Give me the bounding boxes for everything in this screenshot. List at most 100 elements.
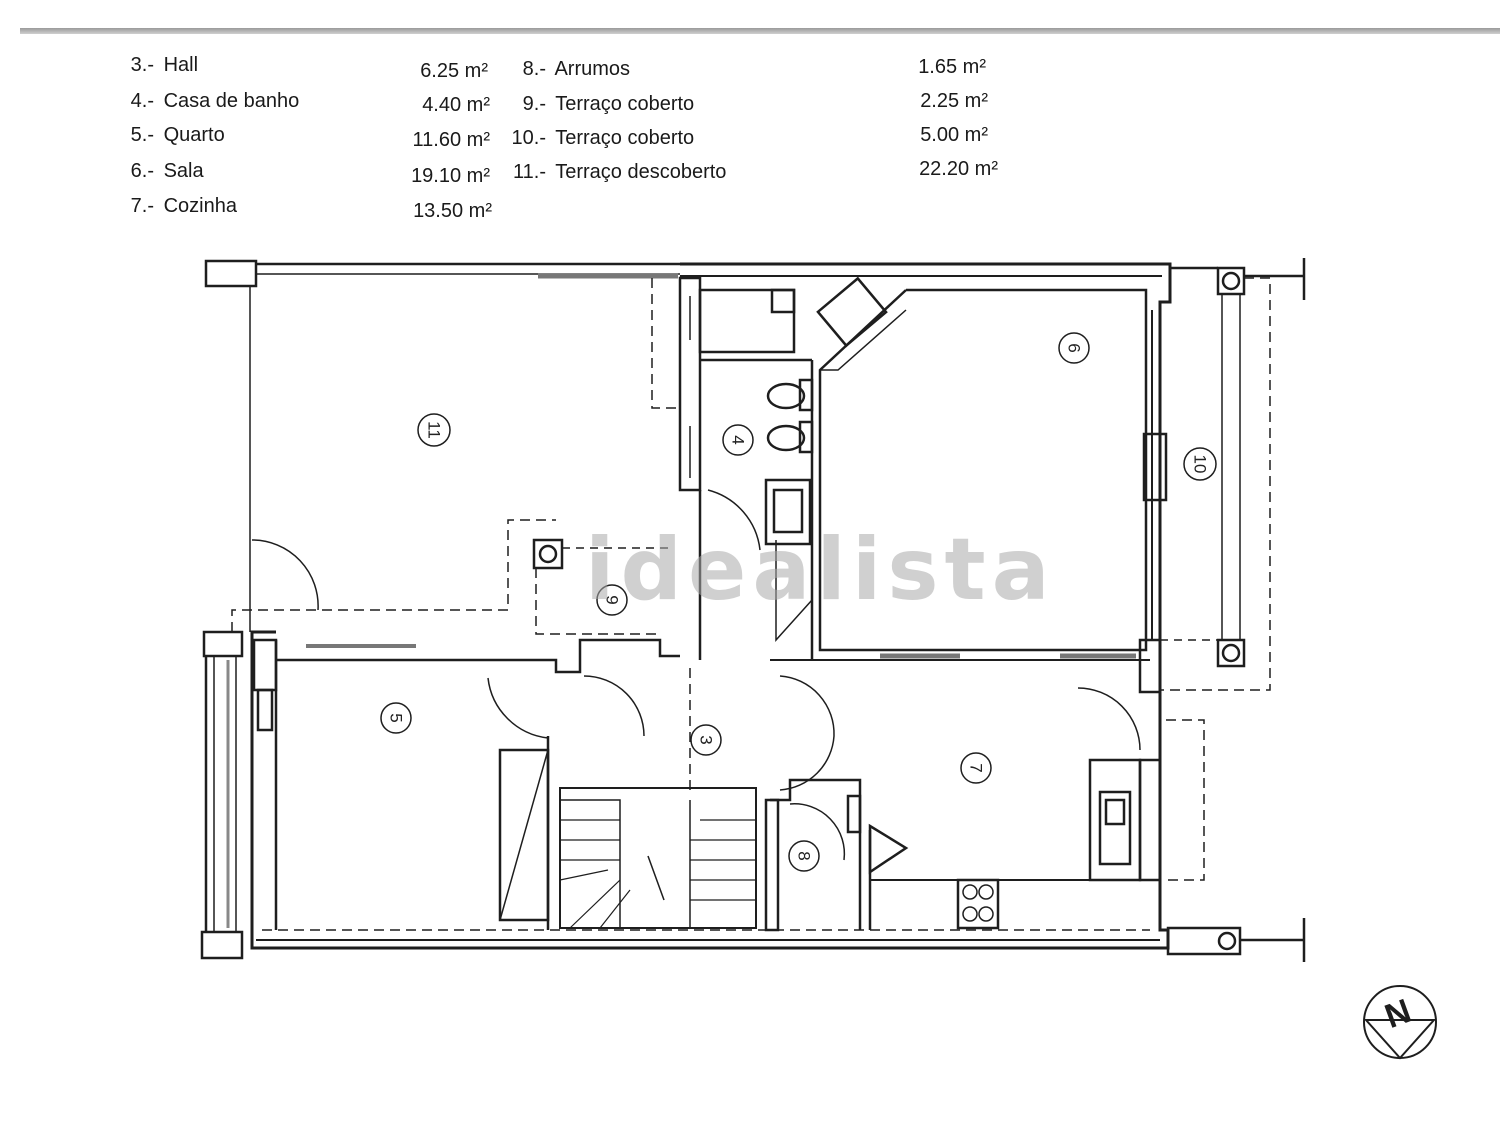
bidet-icon <box>766 424 806 452</box>
quarto-left-jamb <box>252 638 278 692</box>
legend-name: Sala <box>163 160 204 182</box>
hall-door-swing-right <box>779 675 835 737</box>
legend-num: 7.- <box>130 195 154 217</box>
terrace-11-dashed <box>231 519 556 632</box>
staircase <box>559 787 757 929</box>
room-marker-7: 7 <box>960 752 992 784</box>
house-outer-wall <box>250 262 1172 950</box>
legend-area: 2.25 m² <box>920 90 988 112</box>
room-legend: 3.- Hall 6.25 m² 4.- Casa de banho 4.40 … <box>0 52 1100 232</box>
room-marker-9: 9 <box>596 584 628 616</box>
room-marker-11: 11 <box>417 413 451 447</box>
legend-num: 8.- <box>522 58 546 80</box>
room-number-10: 10 <box>1191 455 1210 474</box>
kitchen-door-swing <box>1077 687 1141 751</box>
bath-door-swing <box>707 489 761 551</box>
legend-item-terraco-descoberto: 11.- Terraço descoberto <box>500 161 726 184</box>
quarto-window <box>256 688 274 732</box>
legend-area: 6.25 m² <box>420 60 488 82</box>
top-rule <box>20 28 1500 34</box>
legend-num: 4.- <box>130 90 154 112</box>
terrace-post-se <box>1166 926 1242 956</box>
legend-item-terraco-coberto-10: 10.- Terraço coberto <box>500 127 695 150</box>
washbasin-icon <box>764 478 812 546</box>
legend-area: 11.60 m² <box>412 129 490 151</box>
legend-item-hall: 3.- Hall <box>120 54 198 77</box>
fireplace-icon <box>816 276 888 348</box>
hall-closet <box>775 540 813 642</box>
sala-window-mullion <box>1142 432 1168 502</box>
legend-name: Terraço descoberto <box>555 161 727 183</box>
room-number-3: 3 <box>697 735 716 744</box>
compass-icon: N <box>1363 985 1437 1060</box>
legend-num: 3.- <box>130 54 154 76</box>
hob-burners <box>962 884 994 922</box>
quarto-door-swing <box>487 677 549 739</box>
watermark-text: idealista <box>585 520 1056 620</box>
legend-area: 4.40 m² <box>422 94 490 116</box>
terrace-9-post-circle <box>538 544 558 564</box>
bidet-tank <box>798 420 814 454</box>
legend-num: 9.- <box>522 93 546 115</box>
legend-area: 19.10 m² <box>411 165 490 187</box>
terrace-10-dashed <box>1160 277 1271 691</box>
stair-rail <box>560 799 621 928</box>
terrace-post-se-circle <box>1217 931 1237 951</box>
legend-name: Quarto <box>163 124 225 146</box>
terrace-11-door-swing <box>251 539 319 611</box>
arrumos-left-wall <box>764 798 780 932</box>
stair-break <box>647 855 665 901</box>
kitchen-sink-icon <box>1098 790 1132 866</box>
hall-door-swing-left <box>583 675 645 737</box>
legend-area: 22.20 m² <box>919 158 998 180</box>
legend-num: 6.- <box>130 160 154 182</box>
quarto-top-wall <box>276 638 680 674</box>
toilet-icon <box>766 382 806 410</box>
room-number-5: 5 <box>387 713 406 722</box>
stair-treads <box>559 819 756 929</box>
legend-item-arrumos: 8.- Arrumos <box>512 58 630 81</box>
legend-num: 5.- <box>130 124 154 146</box>
terrace-10-post-bottom-circle <box>1221 643 1241 663</box>
kitchen-sink-bowl <box>1104 798 1126 826</box>
legend-name: Arrumos <box>554 58 631 80</box>
boiler-icon <box>868 823 909 875</box>
kitchen-side-counter <box>1088 758 1142 882</box>
legend-area: 13.50 m² <box>413 200 492 222</box>
legend-item-quarto: 5.- Quarto <box>120 124 225 147</box>
shower-tap <box>770 288 796 314</box>
kitchen-window <box>1138 758 1162 882</box>
arrumos-jamb <box>846 794 862 834</box>
legend-name: Terraço coberto <box>555 93 695 115</box>
terrace-post-nw <box>204 259 258 288</box>
room-markers: 11 4 6 10 9 5 3 7 <box>380 332 1217 872</box>
legend-item-sala: 6.- Sala <box>120 160 204 183</box>
terrace-post-w <box>202 630 244 658</box>
legend-name: Casa de banho <box>163 90 300 112</box>
room-marker-8: 8 <box>788 840 820 872</box>
hob-icon <box>956 878 1000 930</box>
terrace-10-post-top-circle <box>1221 271 1241 291</box>
legend-num: 10.- <box>511 127 546 149</box>
legend-item-cozinha: 7.- Cozinha <box>120 195 237 218</box>
room-number-8: 8 <box>795 851 814 860</box>
room-number-6: 6 <box>1065 343 1084 352</box>
terrace-9-post <box>532 538 564 570</box>
terrace-10-post-bottom <box>1216 638 1246 668</box>
legend-item-casa-de-banho: 4.- Casa de banho <box>120 90 300 113</box>
legend-num: 11.- <box>513 161 546 183</box>
room-number-9: 9 <box>603 595 622 604</box>
legend-name: Hall <box>163 54 199 76</box>
legend-area: 5.00 m² <box>920 124 988 146</box>
kitchen-ext-dashed <box>1166 719 1205 881</box>
room-marker-3: 3 <box>690 724 722 756</box>
room-marker-4: 4 <box>722 424 754 456</box>
terrace-10-post-top <box>1216 266 1246 296</box>
room-marker-10: 10 <box>1183 447 1217 481</box>
legend-name: Terraço coberto <box>555 127 695 149</box>
washbasin-bowl <box>772 488 804 534</box>
kitchen-jamb <box>1138 638 1162 694</box>
legend-item-terraco-coberto-9: 9.- Terraço coberto <box>512 93 695 116</box>
bath-left-wall <box>678 276 702 492</box>
